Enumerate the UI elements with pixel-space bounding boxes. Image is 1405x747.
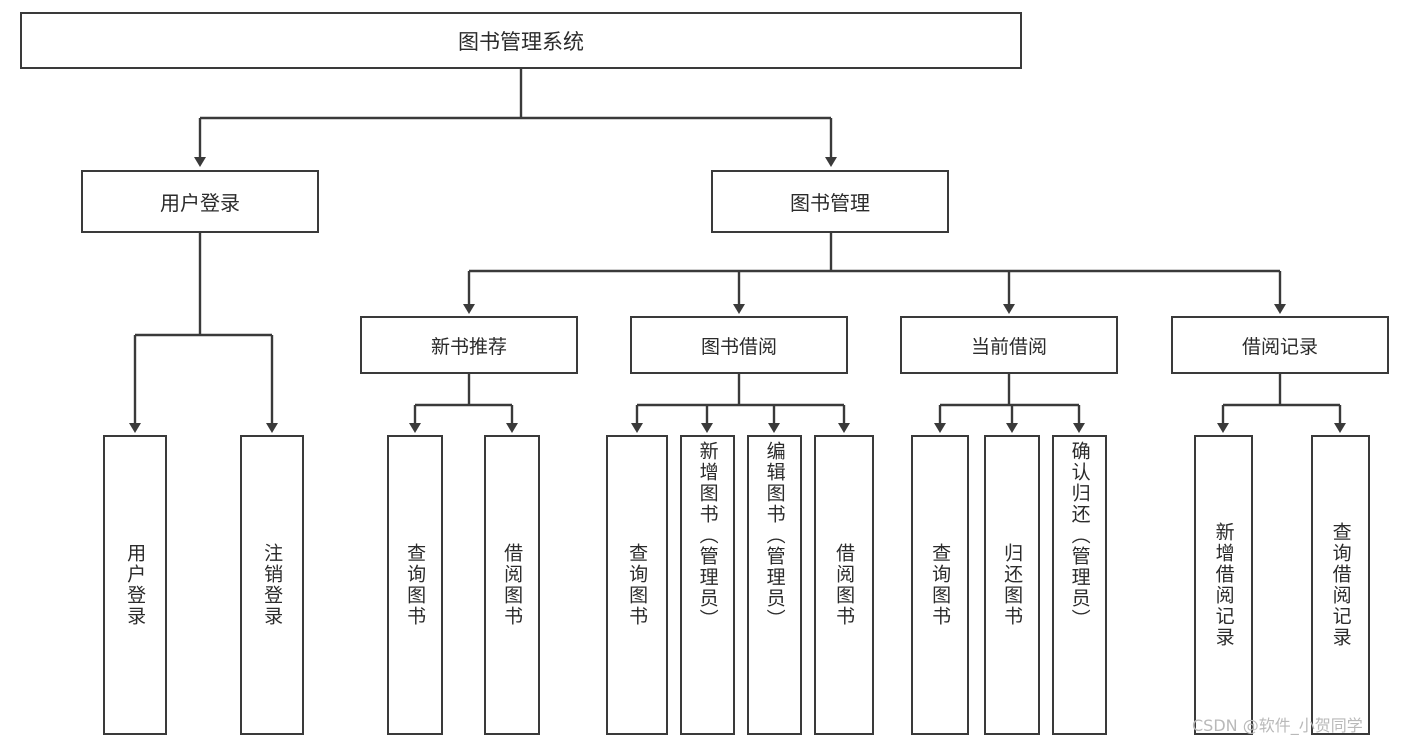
node-leaf-edit-book[interactable]: 编辑图书（管理员） <box>747 435 802 735</box>
node-leaf-return-book[interactable]: 归还图书 <box>984 435 1040 735</box>
node-root[interactable]: 图书管理系统 <box>20 12 1022 69</box>
node-label: 当前借阅 <box>970 335 1047 358</box>
node-label: 新增图书（管理员） <box>696 441 719 630</box>
node-leaf-query-record[interactable]: 查询借阅记录 <box>1311 435 1370 735</box>
node-label: 借阅图书 <box>833 543 856 627</box>
node-user-login[interactable]: 用户登录 <box>81 170 319 233</box>
node-leaf-query-book-2[interactable]: 查询图书 <box>606 435 668 735</box>
node-leaf-borrow-book-1[interactable]: 借阅图书 <box>484 435 540 735</box>
node-label: 新增借阅记录 <box>1212 522 1235 648</box>
node-current-borrow[interactable]: 当前借阅 <box>900 316 1118 374</box>
node-label: 用户登录 <box>124 543 147 627</box>
node-leaf-add-book[interactable]: 新增图书（管理员） <box>680 435 735 735</box>
node-label: 图书管理系统 <box>458 29 584 54</box>
node-label: 新书推荐 <box>430 335 507 358</box>
node-label: 查询图书 <box>404 543 427 627</box>
node-leaf-query-book-3[interactable]: 查询图书 <box>911 435 969 735</box>
node-label: 借阅记录 <box>1241 335 1318 358</box>
node-label: 图书管理 <box>790 191 870 215</box>
watermark-text: CSDN @软件_小贺同学 <box>1192 716 1363 735</box>
node-new-book-recommend[interactable]: 新书推荐 <box>360 316 578 374</box>
node-borrow-record[interactable]: 借阅记录 <box>1171 316 1389 374</box>
node-label: 查询图书 <box>626 543 649 627</box>
node-label: 图书借阅 <box>700 335 777 358</box>
node-label: 归还图书 <box>1001 543 1024 627</box>
node-leaf-borrow-book-2[interactable]: 借阅图书 <box>814 435 874 735</box>
node-leaf-confirm-return[interactable]: 确认归还（管理员） <box>1052 435 1107 735</box>
node-label: 注销登录 <box>261 543 284 627</box>
node-leaf-add-record[interactable]: 新增借阅记录 <box>1194 435 1253 735</box>
node-leaf-user-login[interactable]: 用户登录 <box>103 435 167 735</box>
node-leaf-logout[interactable]: 注销登录 <box>240 435 304 735</box>
node-label: 编辑图书（管理员） <box>763 441 786 630</box>
node-label: 用户登录 <box>160 191 240 215</box>
node-label: 借阅图书 <box>501 543 524 627</box>
node-label: 确认归还（管理员） <box>1068 441 1091 630</box>
node-book-manage[interactable]: 图书管理 <box>711 170 949 233</box>
node-leaf-query-book-1[interactable]: 查询图书 <box>387 435 443 735</box>
node-label: 查询借阅记录 <box>1329 522 1352 648</box>
node-label: 查询图书 <box>929 543 952 627</box>
node-book-borrow[interactable]: 图书借阅 <box>630 316 848 374</box>
